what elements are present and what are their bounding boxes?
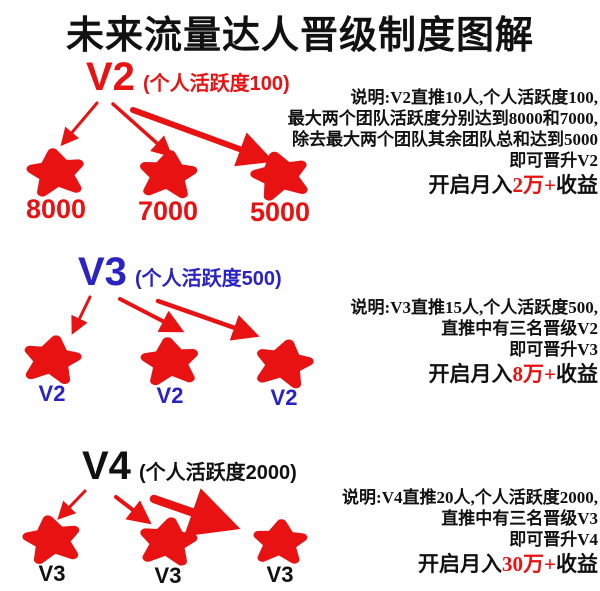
team-node: V3 <box>126 517 210 588</box>
team-node-label: V2 <box>38 381 66 406</box>
section-v3-level: V3 <box>78 250 127 294</box>
income-line: 开启月入8万+收益 <box>253 361 598 387</box>
team-node: V3 <box>10 515 94 586</box>
team-node-label: 7000 <box>137 196 199 226</box>
team-splat-icon <box>26 148 84 197</box>
note-line: 最大两个团队活跃度分别达到8000和7000, <box>287 109 598 128</box>
note-line: 直推中有三名晋级V2 <box>441 319 598 338</box>
team-node-label: V3 <box>266 562 294 587</box>
section-v2-requirement: (个人活跃度100) <box>142 73 290 95</box>
arrow-icon <box>71 295 92 335</box>
team-splat-icon <box>139 150 198 199</box>
team-splat-icon <box>140 517 198 566</box>
income-value: 8万+ <box>512 362 556 386</box>
team-node: 7000 <box>126 150 210 226</box>
section-v4-requirement: (个人活跃度2000) <box>138 462 297 484</box>
team-node: V2 <box>10 335 94 406</box>
team-node-label: V3 <box>154 563 182 588</box>
income-value: 30万+ <box>502 552 556 576</box>
team-splat-icon <box>257 339 314 389</box>
arrow-icon <box>114 495 152 525</box>
team-splat-icon <box>250 151 308 201</box>
team-node: 8000 <box>14 148 98 224</box>
team-node-label: 8000 <box>25 194 87 224</box>
income-line: 开启月入30万+收益 <box>253 551 598 577</box>
note-line: 即可晋升V4 <box>509 530 598 549</box>
note-line: 说明:V3直推15人,个人活跃度500, <box>350 298 598 317</box>
team-node: V3 <box>238 519 322 587</box>
team-node-label: V2 <box>156 383 184 408</box>
income-prefix: 开启月入 <box>428 173 513 197</box>
section-v2-note: 说明:V2直推10人,个人活跃度100, 最大两个团队活跃度分别达到8000和7… <box>253 87 598 198</box>
team-node: V2 <box>242 339 326 410</box>
section-v3-note: 说明:V3直推15人,个人活跃度500, 直推中有三名晋级V2 即可晋升V3 开… <box>253 297 598 387</box>
section-v2-level: V2 <box>86 55 135 99</box>
section-v4-header: V4 (个人活跃度2000) <box>82 446 297 486</box>
arrow-icon <box>155 298 260 341</box>
team-splat-icon <box>22 515 80 564</box>
section-v3-requirement: (个人活跃度500) <box>134 268 282 290</box>
team-node: 5000 <box>238 151 322 227</box>
team-node: V2 <box>128 337 212 408</box>
income-suffix: 收益 <box>556 362 598 386</box>
team-splat-icon <box>24 335 82 384</box>
note-line: 即可晋升V2 <box>509 151 598 170</box>
team-splat-icon <box>253 519 308 564</box>
section-v2-header: V2 (个人活跃度100) <box>86 57 290 97</box>
arrow-icon <box>111 102 173 158</box>
section-v4-note: 说明:V4直推20人,个人活跃度2000, 直推中有三名晋级V3 即可晋升V4 … <box>253 487 598 577</box>
team-node-label: V3 <box>38 561 66 586</box>
income-suffix: 收益 <box>556 552 598 576</box>
arrow-icon <box>57 489 87 520</box>
team-splat-icon <box>140 337 199 386</box>
note-line: 直推中有三名晋级V3 <box>441 509 598 528</box>
note-line: 说明:V2直推10人,个人活跃度100, <box>350 88 598 107</box>
team-node-label: V2 <box>270 385 298 410</box>
page-title: 未来流量达人晋级制度图解 <box>65 15 534 57</box>
note-line: 即可晋升V3 <box>509 340 598 359</box>
income-value: 2万+ <box>512 173 556 197</box>
income-prefix: 开启月入 <box>418 552 503 576</box>
team-node-label: 5000 <box>249 197 311 227</box>
income-line: 开启月入2万+收益 <box>253 172 598 198</box>
arrow-icon <box>118 297 185 333</box>
arrow-icon <box>60 101 99 147</box>
note-line: 说明:V4直推20人,个人活跃度2000, <box>342 488 598 507</box>
note-line: 除去最大两个团队其余团队总和达到5000 <box>292 130 598 149</box>
section-v3-header: V3 (个人活跃度500) <box>78 252 282 292</box>
income-suffix: 收益 <box>556 173 598 197</box>
section-v4-level: V4 <box>82 444 131 488</box>
income-prefix: 开启月入 <box>428 362 513 386</box>
